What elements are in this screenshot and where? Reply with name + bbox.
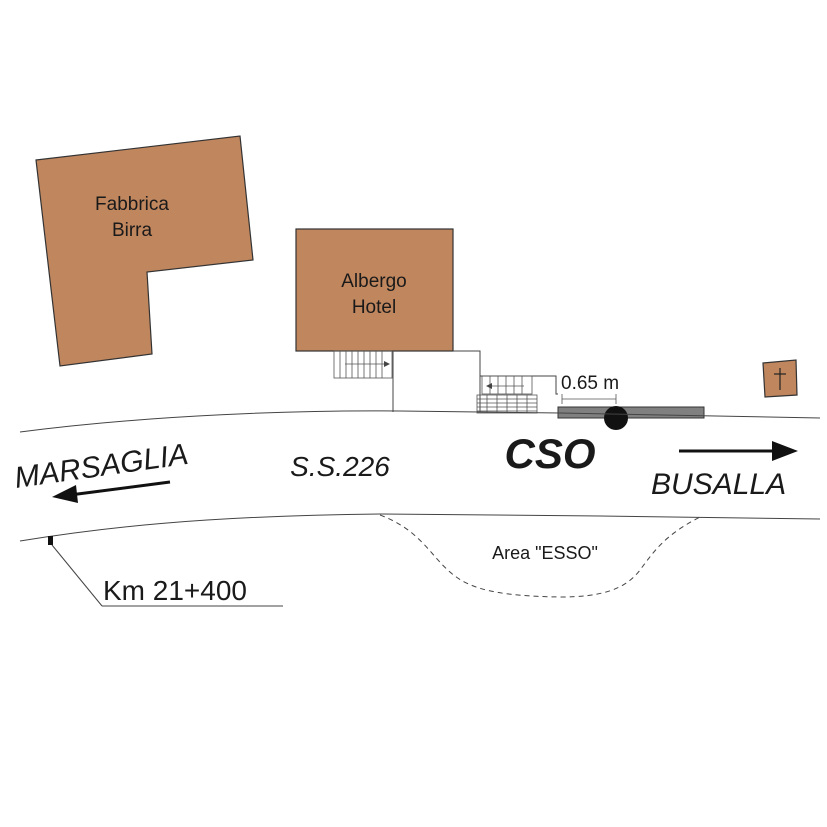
- cso-point-icon: [604, 406, 628, 430]
- area-esso-label: Area "ESSO": [492, 543, 598, 563]
- chapel: [762, 359, 798, 398]
- arrow-right-icon: [679, 441, 798, 461]
- fabbrica-birra-building: [35, 135, 254, 367]
- cso-platform: [557, 406, 705, 419]
- albergo-hotel-building: [295, 228, 454, 352]
- stairs-right-upper: [481, 375, 533, 395]
- albergo-label-line2: Hotel: [352, 297, 396, 318]
- direction-busalla: BUSALLA: [651, 468, 786, 501]
- km-leader-line: [51, 544, 283, 607]
- stairs-left: [333, 350, 393, 379]
- fabbrica-label-line1: Fabbrica: [95, 194, 169, 215]
- dimension-label: 0.65 m: [561, 373, 619, 394]
- road-edge-north: [19, 410, 821, 433]
- direction-marsaglia: MARSAGLIA: [12, 438, 190, 495]
- km-marker-label: Km 21+400: [103, 575, 247, 606]
- road-name: S.S.226: [290, 451, 390, 482]
- km-post: [48, 536, 53, 545]
- arrow-left-icon: [52, 480, 171, 503]
- fabbrica-label-line2: Birra: [112, 220, 153, 241]
- stairs-right-lower: [476, 394, 538, 414]
- albergo-label-line1: Albergo: [341, 271, 407, 292]
- dimension-marker: [561, 394, 617, 404]
- road-edge-south: [19, 513, 821, 542]
- cso-label: CSO: [504, 430, 595, 477]
- cross-icon: [774, 368, 786, 390]
